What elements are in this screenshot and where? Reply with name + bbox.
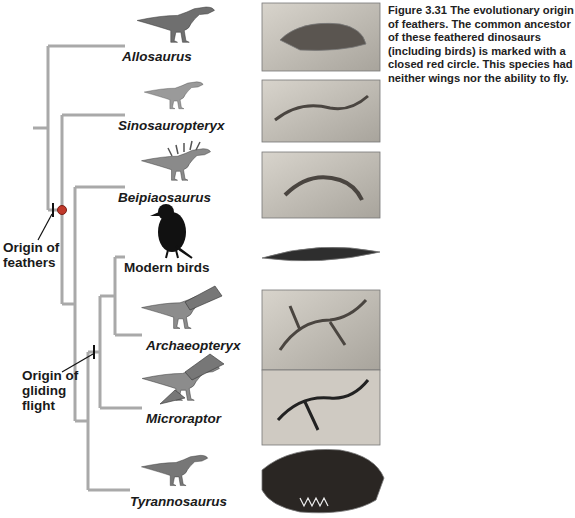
fossil-photo [262, 290, 380, 370]
fossil-photo [262, 80, 380, 142]
fossil-skeleton [275, 96, 368, 120]
event-label: Origin of feathers [3, 240, 73, 270]
microraptor-drawing [142, 354, 224, 404]
taxon-name: Allosaurus [122, 49, 242, 64]
feather-fluff [168, 141, 200, 156]
origin-tick [52, 203, 54, 217]
fossil-photo [262, 3, 380, 71]
bird-head [158, 204, 174, 220]
archaeopteryx-drawing [142, 286, 222, 328]
leader-line [38, 214, 52, 240]
tyrannosaurus-drawing [141, 455, 207, 485]
branch [100, 296, 142, 408]
event-label: Origin of gliding flight [22, 368, 88, 413]
beipiaosaurus-drawing [142, 141, 211, 180]
origin-tick [93, 345, 95, 359]
fossil-skeleton [280, 300, 366, 350]
fossil-photo [262, 152, 380, 218]
branch [88, 352, 130, 490]
wing [185, 286, 222, 310]
taxon-name: Tyrannosaurus [130, 494, 260, 509]
figure-caption: Figure 3.31 The evolutionary origin of f… [388, 4, 574, 86]
tyrannosaurus-skull [262, 449, 384, 512]
fossil-photo [262, 370, 380, 445]
bird-beak [150, 212, 159, 216]
bird-tail [166, 246, 192, 258]
beipiaosaurus-body [142, 149, 211, 181]
taxon-name: Archaeopteryx [146, 338, 266, 353]
allosaurus-drawing [137, 7, 214, 42]
taxon-name: Beipiaosaurus [118, 190, 248, 205]
sinosauropteryx-drawing [144, 82, 203, 109]
taxon-name: Sinosauropteryx [118, 118, 248, 133]
fossil-skull [280, 23, 366, 50]
feather-photo [262, 247, 380, 261]
ancestor-dot [58, 206, 67, 215]
taxon-name: Microraptor [146, 411, 266, 426]
fossil-photos [262, 3, 384, 513]
branch [33, 46, 125, 210]
wing [185, 354, 224, 380]
fossil-skeleton [278, 380, 368, 430]
leg-wing [160, 390, 185, 404]
skull-teeth [300, 498, 328, 506]
bird-drawing [150, 204, 192, 258]
taxon-name: Modern birds [124, 260, 254, 275]
fossil-skeleton [285, 177, 362, 200]
